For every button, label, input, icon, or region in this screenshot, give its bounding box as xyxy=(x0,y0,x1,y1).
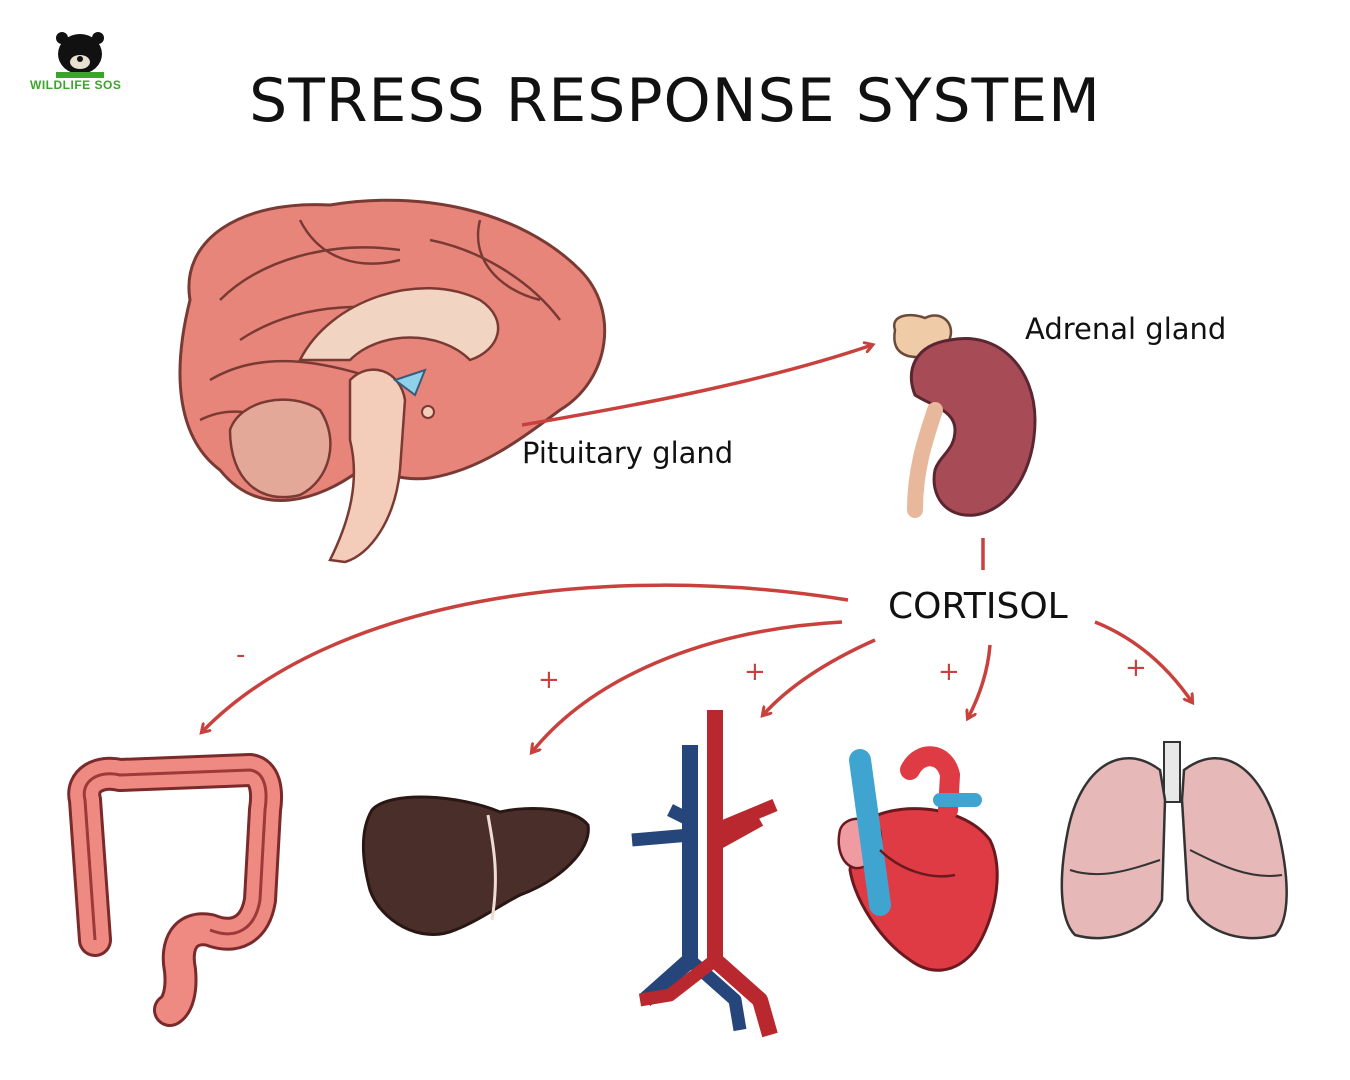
pituitary-gland-label: Pituitary gland xyxy=(522,436,734,470)
cortisol-to-vessels-arrow xyxy=(763,638,876,715)
brand-name: WILDLIFE SOS xyxy=(30,78,122,92)
heart-effect-sign: + xyxy=(938,657,960,687)
cortisol-label: CORTISOL xyxy=(888,586,1068,627)
vessels-effect-sign: + xyxy=(744,657,766,687)
liver-icon xyxy=(362,795,590,936)
page-title: STRESS RESPONSE SYSTEM xyxy=(249,66,1101,136)
cortisol-to-intestine-arrow xyxy=(202,583,849,732)
heart-icon xyxy=(837,746,999,972)
intestine-effect-sign: - xyxy=(236,640,246,670)
intestine-icon xyxy=(67,753,284,1027)
lungs-effect-sign: + xyxy=(1125,653,1147,683)
cortisol-to-lungs-arrow xyxy=(1094,620,1192,702)
liver-effect-sign: + xyxy=(538,665,560,695)
cortisol-to-heart-arrow xyxy=(968,644,992,718)
blood-vessels-icon xyxy=(631,710,778,1038)
kidney-adrenal-icon xyxy=(893,313,1037,518)
cortisol-to-liver-arrow xyxy=(532,620,843,752)
wildlife-sos-logo-icon xyxy=(56,32,104,78)
lungs-icon xyxy=(1060,741,1288,940)
adrenal-gland-label: Adrenal gland xyxy=(1025,312,1227,346)
pituitary-to-adrenal-arrow xyxy=(521,345,872,427)
brain-icon xyxy=(178,198,607,564)
